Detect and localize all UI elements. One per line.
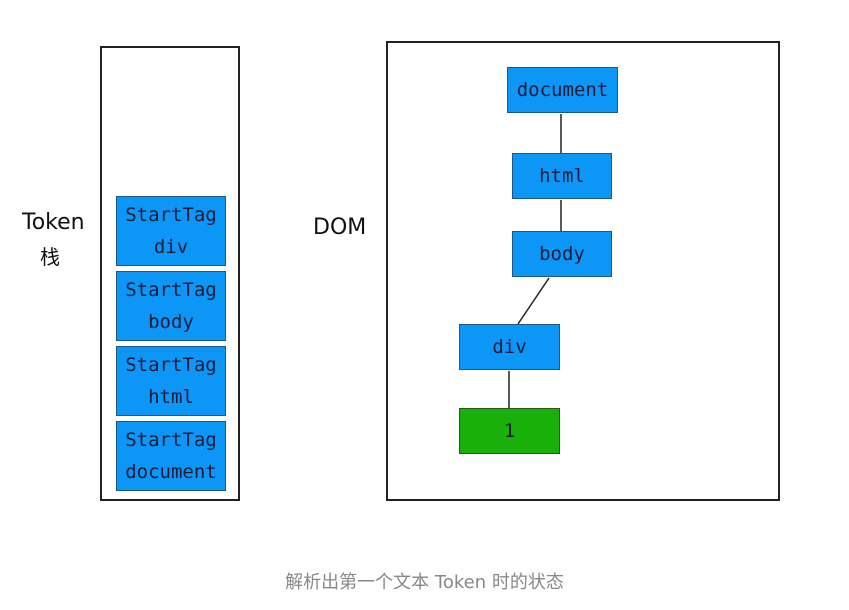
stack-item-html: StartTag html — [116, 346, 226, 416]
dom-node-body: body — [512, 231, 612, 277]
stack-item-type: StartTag — [125, 204, 217, 226]
stack-item-tag: body — [148, 311, 194, 333]
stack-item-document: StartTag document — [116, 421, 226, 491]
stack-item-tag: document — [125, 461, 217, 483]
stack-item-type: StartTag — [125, 354, 217, 376]
stack-item-div: StartTag div — [116, 196, 226, 266]
stack-item-type: StartTag — [125, 429, 217, 451]
dom-label: DOM — [313, 215, 367, 240]
stack-label: 栈 — [40, 245, 60, 269]
stack-item-tag: div — [153, 236, 189, 258]
stack-item-body: StartTag body — [116, 271, 226, 341]
dom-tree-frame — [386, 41, 780, 501]
stack-item-tag: html — [148, 386, 194, 408]
token-stack-label: Token 栈 — [22, 210, 85, 270]
dom-text-node: 1 — [459, 408, 560, 454]
dom-node-html: html — [512, 153, 612, 199]
token-label: Token — [22, 210, 85, 235]
stack-item-type: StartTag — [125, 279, 217, 301]
figure-caption: 解析出第一个文本 Token 时的状态 — [285, 572, 564, 593]
dom-node-div: div — [459, 324, 560, 370]
dom-node-document: document — [507, 67, 618, 113]
token-stack-frame — [100, 46, 240, 501]
